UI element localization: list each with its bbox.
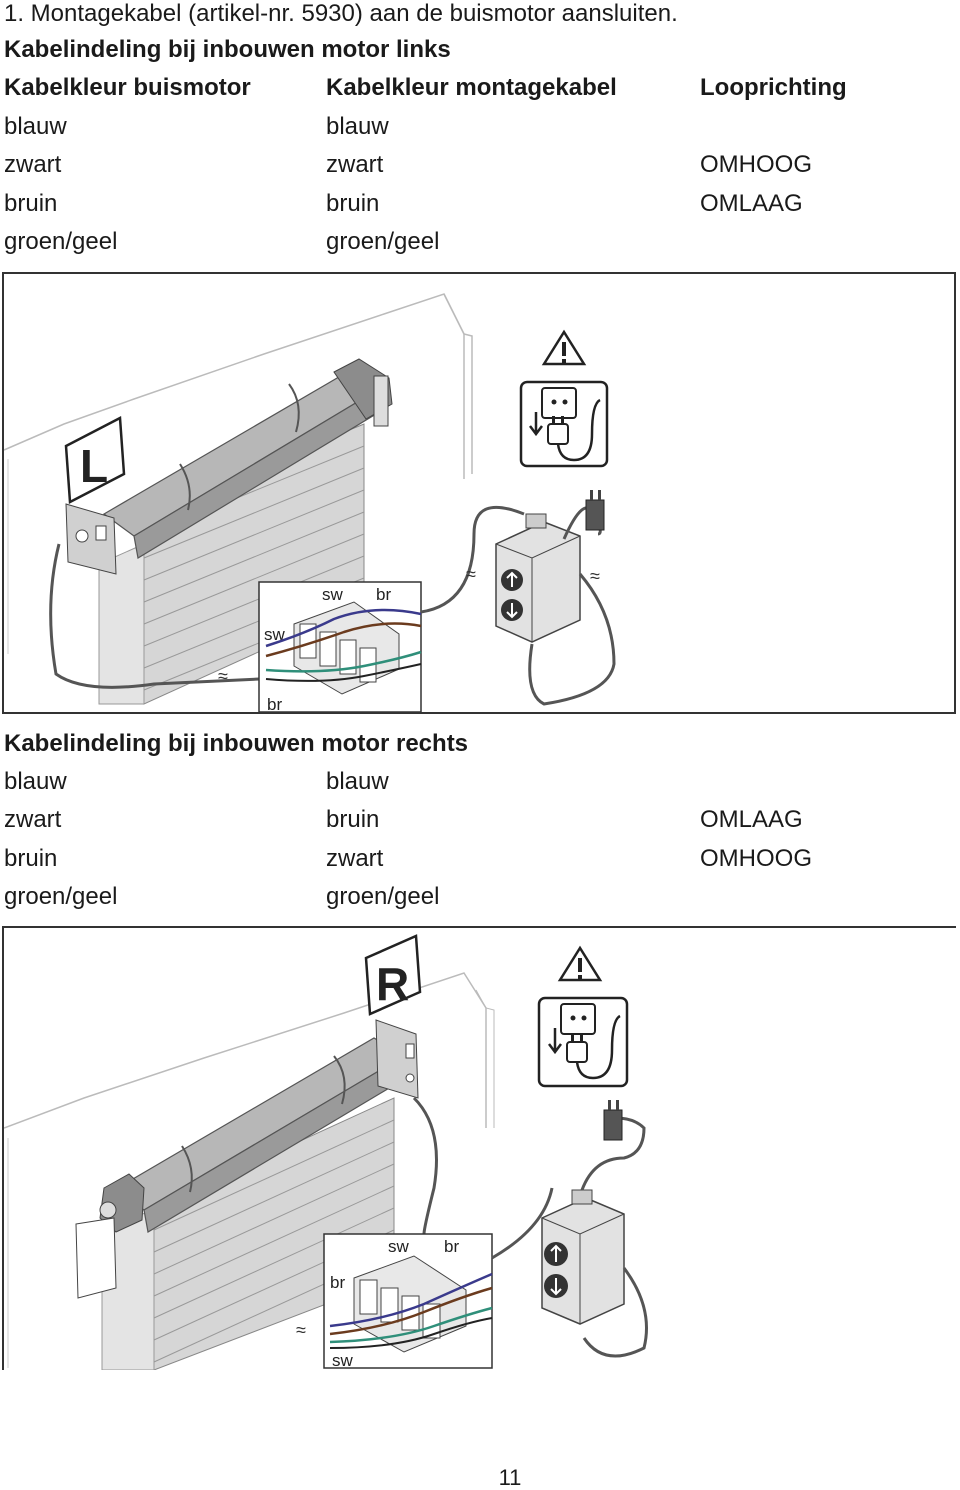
svg-text:≈: ≈ [296, 1320, 306, 1340]
terminal-inset: sw br br sw [323, 1233, 493, 1370]
table-row: zwart bruin OMLAAG [0, 806, 960, 834]
cell-motor: blauw [4, 768, 67, 795]
end-bracket [375, 1019, 419, 1099]
cell-motor: groen/geel [4, 228, 118, 255]
wire-label-sw: sw [264, 625, 286, 644]
column-header-motor-cable: Kabelkleur buismotor [4, 74, 251, 101]
unplug-icon [537, 996, 629, 1088]
wire-label-sw: sw [322, 585, 344, 604]
wire-label-sw: sw [332, 1351, 354, 1370]
cell-cable: blauw [326, 768, 389, 795]
table-row: groen/geel groen/geel [0, 883, 960, 911]
wiring-illustration-left: L sw br sw br [2, 272, 956, 714]
table-row: bruin bruin OMLAAG [0, 190, 960, 218]
cell-cable: zwart [326, 845, 384, 872]
page-number: 11 [498, 1465, 522, 1490]
table-row: bruin zwart OMHOOG [0, 845, 960, 873]
plug-icon [585, 490, 605, 531]
wire-label-sw: sw [388, 1237, 410, 1256]
side-label-R: R [364, 934, 422, 1016]
wire-label-br: br [444, 1237, 459, 1256]
cell-cable: zwart [326, 151, 384, 178]
end-bracket [65, 503, 117, 575]
cell-cable: groen/geel [326, 228, 440, 255]
column-header-direction: Looprichting [700, 74, 847, 101]
unplug-icon [519, 380, 609, 468]
cell-motor: bruin [4, 190, 58, 217]
wire-label-br: br [330, 1273, 345, 1292]
switch-box-icon [495, 513, 581, 643]
table-row: zwart zwart OMHOOG [0, 151, 960, 179]
cell-cable: blauw [326, 113, 389, 140]
warning-triangle-icon [541, 329, 587, 366]
side-label-text: R [376, 958, 409, 1010]
step-instruction: 1. Montagekabel (artikel-nr. 5930) aan d… [4, 0, 678, 27]
tube-motor [102, 358, 393, 559]
cell-motor: zwart [4, 806, 62, 833]
cell-motor: groen/geel [4, 883, 118, 910]
wiring-illustration-right: R sw br br sw [2, 926, 956, 1370]
section-title-left: Kabelindeling bij inbouwen motor links [4, 36, 451, 63]
section-title-right: Kabelindeling bij inbouwen motor rechts [4, 730, 469, 757]
switch-box-icon [541, 1189, 625, 1325]
wire-label-br: br [376, 585, 391, 604]
cell-motor: bruin [4, 845, 58, 872]
column-header-mounting-cable: Kabelkleur montagekabel [326, 74, 617, 101]
svg-text:≈: ≈ [466, 564, 476, 584]
cell-motor: blauw [4, 113, 67, 140]
cell-direction: OMHOOG [700, 151, 812, 178]
cell-cable: bruin [326, 190, 380, 217]
terminal-inset: sw br sw br [258, 581, 422, 712]
table-row: blauw blauw [0, 113, 960, 141]
svg-text:≈: ≈ [590, 566, 600, 586]
side-label-L: L [64, 416, 126, 504]
side-label-text: L [80, 440, 108, 492]
warning-triangle-icon [557, 945, 603, 982]
cell-direction: OMHOOG [700, 845, 812, 872]
cell-cable: bruin [326, 806, 380, 833]
cell-cable: groen/geel [326, 883, 440, 910]
table-header: Kabelkleur buismotor Kabelkleur montagek… [0, 74, 960, 102]
svg-text:≈: ≈ [218, 666, 228, 686]
cell-motor: zwart [4, 151, 62, 178]
table-row: blauw blauw [0, 768, 960, 796]
cell-direction: OMLAAG [700, 190, 803, 217]
table-row: groen/geel groen/geel [0, 228, 960, 256]
tube-motor [99, 1037, 407, 1233]
cell-direction: OMLAAG [700, 806, 803, 833]
wire-label-br: br [267, 695, 282, 712]
plug-icon [603, 1100, 623, 1141]
